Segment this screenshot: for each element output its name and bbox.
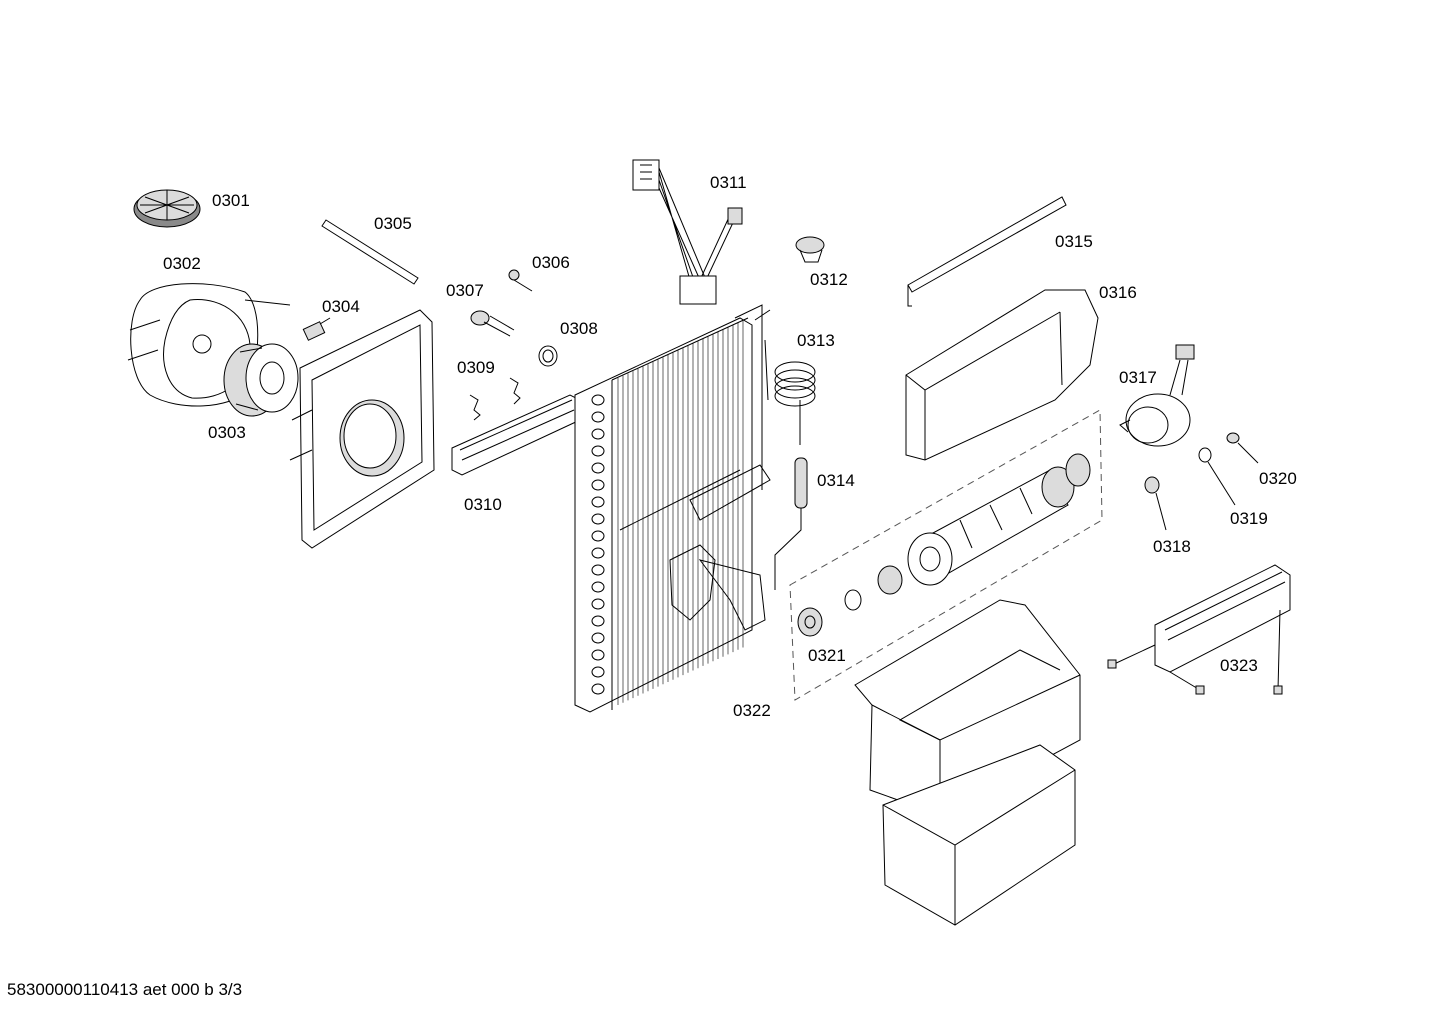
label-0309: 0309 <box>457 358 495 377</box>
coil-return-bend <box>591 683 605 695</box>
part-0312-bracket[interactable] <box>795 236 825 263</box>
label-0306: 0306 <box>532 253 570 272</box>
coil-return-bend <box>591 428 605 440</box>
coil-return-bend <box>591 666 605 678</box>
crossflow-fan <box>907 453 1091 586</box>
coil-return-bend <box>591 513 605 525</box>
label-0321: 0321 <box>808 646 846 665</box>
evaporator-coil <box>574 304 771 713</box>
label-0320: 0320 <box>1259 469 1297 488</box>
label-0316: 0316 <box>1099 283 1137 302</box>
coil-return-bend <box>591 564 605 576</box>
part-0307-valve-body[interactable] <box>470 310 515 337</box>
label-0323: 0323 <box>1220 656 1258 675</box>
coil-return-bend <box>591 581 605 593</box>
label-0315: 0315 <box>1055 232 1093 251</box>
part-0301-grille-cap[interactable] <box>133 189 201 228</box>
part-0316-air-guide[interactable] <box>905 289 1099 461</box>
label-0312: 0312 <box>810 270 848 289</box>
label-0322: 0322 <box>733 701 771 720</box>
label-0310: 0310 <box>464 495 502 514</box>
part-0308-seal-ring[interactable] <box>538 345 558 367</box>
part-0311-wiring-harness[interactable] <box>632 159 743 305</box>
part-0317-fan-motor[interactable] <box>1119 344 1195 447</box>
label-0311: 0311 <box>710 173 747 192</box>
coil-return-bend <box>591 632 605 644</box>
label-0317: 0317 <box>1119 368 1157 387</box>
part-0322-lower-housing[interactable] <box>854 599 1081 926</box>
label-0307: 0307 <box>446 281 484 300</box>
coil-return-bend <box>591 394 605 406</box>
part-0321-bearing-support[interactable] <box>797 607 823 637</box>
document-code: 58300000110413 aet 000 b 3/3 <box>7 980 243 999</box>
part-0306-valve[interactable] <box>508 269 533 292</box>
part-0303-impeller[interactable] <box>223 343 299 417</box>
label-0304: 0304 <box>322 297 360 316</box>
coil-return-bend <box>591 411 605 423</box>
fan-hub-parts <box>844 565 903 611</box>
label-0313: 0313 <box>797 331 835 350</box>
label-0314: 0314 <box>817 471 855 490</box>
back-panel <box>289 309 435 549</box>
part-0323-heater[interactable] <box>1107 564 1291 695</box>
label-0302: 0302 <box>163 254 201 273</box>
label-0303: 0303 <box>208 423 246 442</box>
part-0304-capacitor[interactable] <box>302 317 331 341</box>
coil-return-bend <box>591 547 605 559</box>
part-0310-drain-tray[interactable] <box>451 394 581 476</box>
coil-return-bend <box>591 462 605 474</box>
coil-return-bend <box>591 479 605 491</box>
part-0313-capillary-coil[interactable] <box>764 339 816 445</box>
coil-return-bend <box>591 530 605 542</box>
part-0309-clips[interactable] <box>469 377 521 421</box>
part-0318-bearing[interactable] <box>1144 476 1167 531</box>
coil-return-bend <box>591 598 605 610</box>
part-0320-screw[interactable] <box>1226 432 1259 464</box>
label-0305: 0305 <box>374 214 412 233</box>
coil-return-bend <box>591 496 605 508</box>
label-0319: 0319 <box>1230 509 1268 528</box>
coil-return-bend <box>591 615 605 627</box>
coil-return-bend <box>591 445 605 457</box>
coil-return-bend <box>591 649 605 661</box>
label-0318: 0318 <box>1153 537 1191 556</box>
label-0301: 0301 <box>212 191 250 210</box>
part-0315-support-bar[interactable] <box>907 196 1067 307</box>
part-0305-rod[interactable] <box>321 219 419 285</box>
part-0314-filter-drier[interactable] <box>774 457 808 590</box>
part-0319-washer[interactable] <box>1198 447 1236 506</box>
label-0308: 0308 <box>560 319 598 338</box>
